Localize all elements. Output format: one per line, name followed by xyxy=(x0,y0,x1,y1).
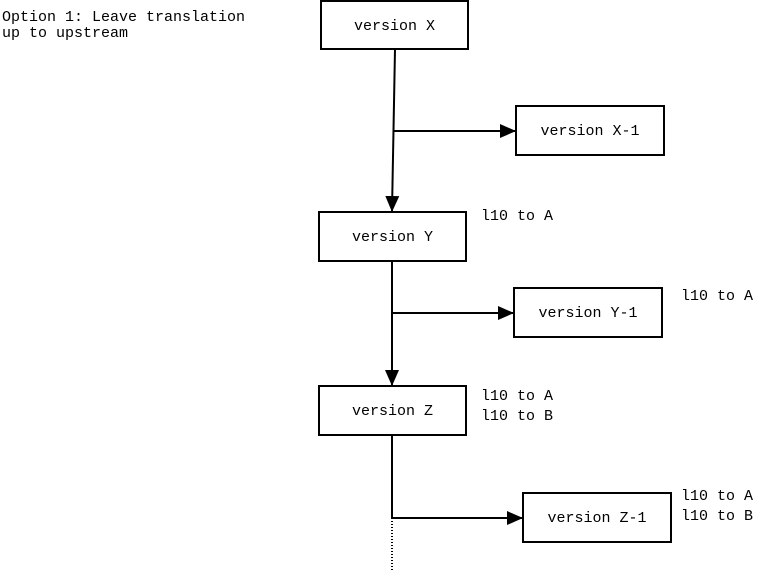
box-version-z-label: version Z xyxy=(352,403,433,420)
box-version-x: version X xyxy=(320,0,469,50)
note-version-z-line-2: l10 to B xyxy=(481,408,553,425)
box-version-x-1: version X-1 xyxy=(515,105,665,156)
box-version-x-label: version X xyxy=(354,18,435,35)
note-version-y-1-line-1: l10 to A xyxy=(681,288,753,305)
note-version-z-1-line-1: l10 to A xyxy=(681,488,753,505)
note-version-y-line-1: l10 to A xyxy=(481,208,553,225)
box-version-y-1: version Y-1 xyxy=(513,287,663,338)
box-version-x-1-label: version X-1 xyxy=(540,123,639,140)
box-version-y-label: version Y xyxy=(352,229,433,246)
connector-x-to-y xyxy=(385,48,400,212)
caption-line-1: Option 1: Leave translation xyxy=(2,9,246,26)
box-version-z: version Z xyxy=(318,385,467,436)
box-version-z-1-label: version Z-1 xyxy=(547,510,646,527)
note-version-z-1-line-2: l10 to B xyxy=(681,508,753,525)
diagram-caption: Option 1: Leave translation up to upstre… xyxy=(2,10,245,42)
note-version-z-line-1: l10 to A xyxy=(481,388,553,405)
caption-line-2: up to upstream xyxy=(2,25,129,42)
box-version-z-1: version Z-1 xyxy=(522,492,672,543)
box-version-y-1-label: version Y-1 xyxy=(538,305,637,322)
box-version-y: version Y xyxy=(318,211,467,262)
